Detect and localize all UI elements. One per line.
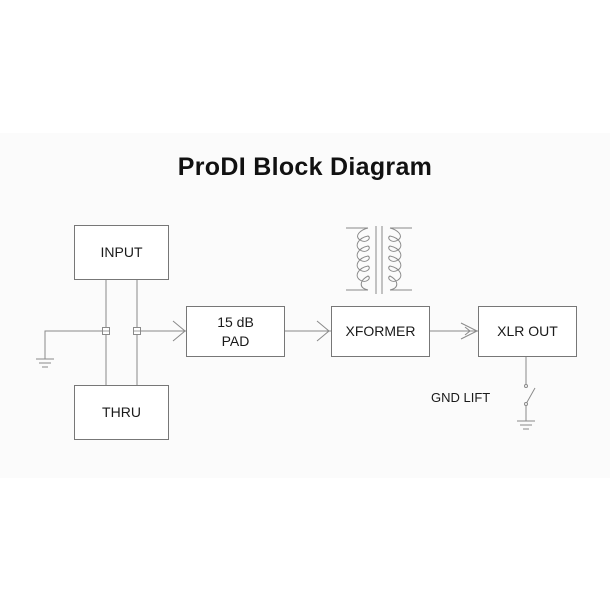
input-ground-wire [44, 330, 106, 359]
ground-symbol-right [517, 420, 535, 430]
xformer-block: XFORMER [331, 306, 430, 357]
thru-block: THRU [74, 385, 169, 440]
xlr-out-block: XLR OUT [478, 306, 577, 357]
transformer-symbol [346, 226, 412, 294]
gnd-lift-switch [524, 384, 536, 406]
pad-block-label: 15 dB PAD [217, 313, 254, 349]
input-block: INPUT [74, 225, 169, 280]
ground-symbol-left [36, 358, 54, 368]
pad-block: 15 dB PAD [186, 306, 285, 357]
arrow-to-xlr [460, 322, 479, 340]
arrow-to-pad [172, 320, 186, 342]
arrow-to-xformer [316, 320, 330, 342]
diagram-title: ProDI Block Diagram [177, 153, 433, 181]
xformer-block-label: XFORMER [345, 323, 416, 339]
gnd-lift-label: GND LIFT [431, 390, 491, 405]
thru-block-label: THRU [102, 404, 141, 420]
input-block-label: INPUT [100, 244, 143, 260]
xlr-out-block-label: XLR OUT [497, 323, 558, 339]
